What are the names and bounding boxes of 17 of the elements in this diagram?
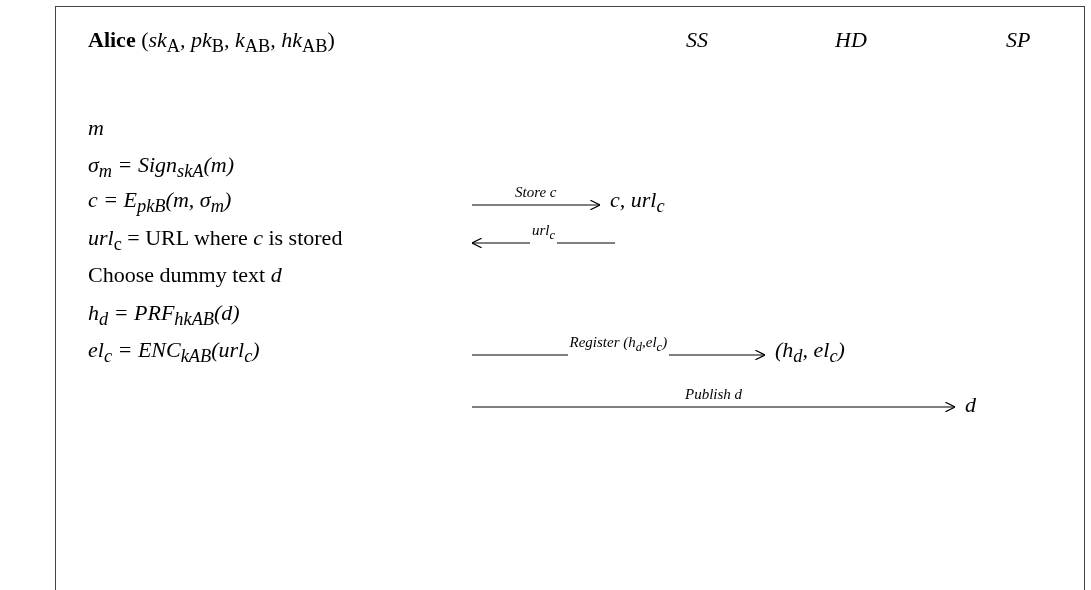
formula-text: (h$_{d}$, el$_{c}$) (775, 337, 895, 370)
party-label: HD (835, 27, 867, 53)
step-text: Choose dummy text d (88, 262, 282, 288)
signature-formula: σ$_{m}$ = Sign$_{skA}$(m) (88, 152, 235, 184)
party-label: SS (686, 27, 708, 53)
header-text: Alice (sk$_{A}$, pk$_{B}$, k$_{AB}$, hk$_{AB}$) (88, 27, 335, 59)
ciphertext-formula: c = E$_{pkB}$(m, σ$_{m}$) (88, 187, 232, 219)
hash-formula: h$_{d}$ = PRF$_{hkAB}$(d) (88, 300, 240, 332)
message-text: m (88, 115, 104, 141)
arrow (471, 401, 956, 413)
arrow (471, 199, 601, 211)
step-text: url$_{c}$ = URL where c is stored (88, 225, 343, 257)
formula-text: c, url$_{c}$ (610, 187, 720, 220)
encryption-formula: el$_{c}$ = ENC$_{kAB}$(url$_{c}$) (88, 337, 260, 369)
edge-label: Register (h$_{d}$,el$_{c}$) (567, 333, 670, 356)
formula-text: d (965, 392, 985, 418)
party-label: SP (1006, 27, 1031, 53)
